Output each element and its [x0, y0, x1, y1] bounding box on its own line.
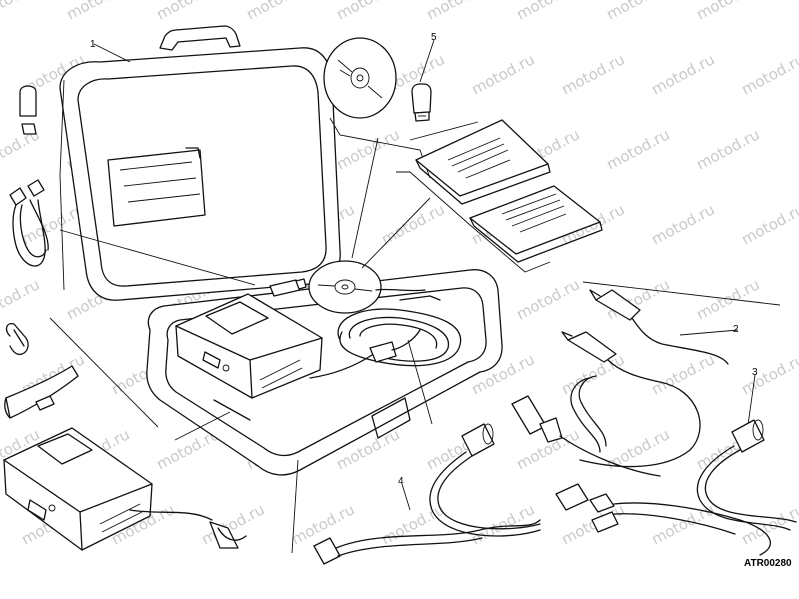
- watermark-text: motod.ru: [468, 50, 537, 98]
- leader-lines: [49, 39, 781, 554]
- connector-cable-3: [555, 419, 797, 556]
- usb-stick-in-case: [269, 278, 307, 297]
- watermark-text: motod.ru: [558, 50, 627, 98]
- cd-disc: [323, 37, 397, 119]
- diagnostic-adapter-cable: [511, 395, 661, 477]
- watermark-text: motod.ru: [378, 200, 447, 248]
- watermark-text: motod.ru: [468, 500, 537, 548]
- cd-in-case: [308, 260, 382, 314]
- callout-5: 5: [431, 32, 437, 43]
- watermark-text: motod.ru: [423, 0, 492, 24]
- battery-clamp-cable: [561, 289, 729, 468]
- interface-unit-in-case: [175, 293, 323, 399]
- watermark-text: motod.ru: [648, 200, 717, 248]
- watermark-text: motod.ru: [513, 275, 582, 323]
- watermark-text: motod.ru: [693, 275, 762, 323]
- callout-4: 4: [398, 476, 404, 487]
- watermark-text: motod.ru: [738, 200, 799, 248]
- watermark-text: motod.ru: [558, 350, 627, 398]
- interface-unit: [3, 427, 247, 551]
- usb-cable-left: [9, 179, 49, 267]
- callout-2: 2: [733, 324, 739, 335]
- watermark-text: motod.ru: [603, 125, 672, 173]
- case-handle: [159, 25, 241, 51]
- watermark-text: motod.ru: [738, 350, 799, 398]
- shoulder-strap: [4, 365, 79, 419]
- usb-drive-left: [19, 85, 37, 135]
- watermark-text: motod.ru: [153, 0, 222, 24]
- usb-stick: [411, 83, 432, 122]
- case-lid: [59, 47, 341, 301]
- watermark-text: motod.ru: [603, 0, 672, 24]
- callout-3: 3: [752, 367, 758, 378]
- watermark-text: motod.ru: [378, 500, 447, 548]
- callout-labels: 1 2 3 4 5 ATR00280: [90, 32, 792, 569]
- carabiner: [5, 323, 29, 356]
- watermark-text: motod.ru: [333, 0, 402, 24]
- watermark-text: motod.ru: [0, 0, 43, 24]
- drawing-code: ATR00280: [744, 558, 792, 569]
- watermark-text: motod.ru: [0, 275, 43, 323]
- watermark-text: motod.ru: [513, 0, 582, 24]
- watermark-text: motod.ru: [63, 0, 132, 24]
- watermark-text: motod.ru: [693, 125, 762, 173]
- watermark-text: motod.ru: [693, 0, 762, 24]
- manual-2: [469, 185, 603, 263]
- connector-cable-4: [313, 423, 541, 565]
- manual-1: [415, 119, 551, 205]
- watermark-text: motod.ru: [648, 50, 717, 98]
- watermark-text: motod.ru: [738, 50, 799, 98]
- watermark-text: motod.ru: [243, 0, 312, 24]
- watermark-text: motod.ru: [333, 125, 402, 173]
- callout-1: 1: [90, 39, 96, 50]
- coiled-cable-in-case: [309, 288, 462, 379]
